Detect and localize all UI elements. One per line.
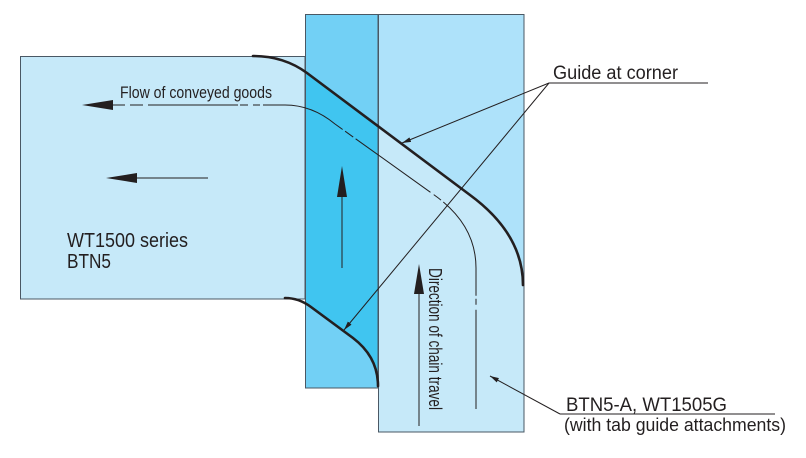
leader-to-right-conveyor	[489, 375, 561, 415]
transfer-strip-direction-arrow	[337, 166, 347, 268]
chain-travel-arrow	[414, 264, 424, 426]
chain-travel-arrowhead	[414, 264, 424, 294]
right-conveyor-outline	[378, 14, 525, 433]
right-conveyor-chain-label: BTN5-A, WT1505G	[566, 395, 727, 416]
guide-at-corner-label: Guide at corner	[553, 63, 679, 84]
leader-to-upper-guide	[401, 82, 550, 144]
leader-to-lower-guide	[343, 82, 550, 331]
flow-of-goods-arrow	[82, 100, 113, 110]
left-conveyor-chain-label: BTN5	[67, 251, 111, 273]
left-conveyor-direction-arrow	[106, 173, 208, 183]
upper-corner-guide	[251, 54, 525, 287]
left-conveyor-series-label: WT1500 series	[67, 230, 188, 252]
right-conveyor-outer-region	[378, 14, 524, 285]
right-conveyor-note-label: (with tab guide attachments)	[564, 415, 786, 435]
flow-of-goods-label: Flow of conveyed goods	[120, 83, 272, 102]
left-conveyor-arrowhead	[106, 173, 137, 183]
chain-direction-label: Direction of chain travel	[425, 268, 445, 410]
goods-path-centerline	[112, 104, 477, 409]
transfer-strip-arrowhead	[337, 166, 347, 197]
flow-of-goods-arrowhead	[82, 100, 113, 110]
lower-corner-guide	[283, 296, 380, 388]
